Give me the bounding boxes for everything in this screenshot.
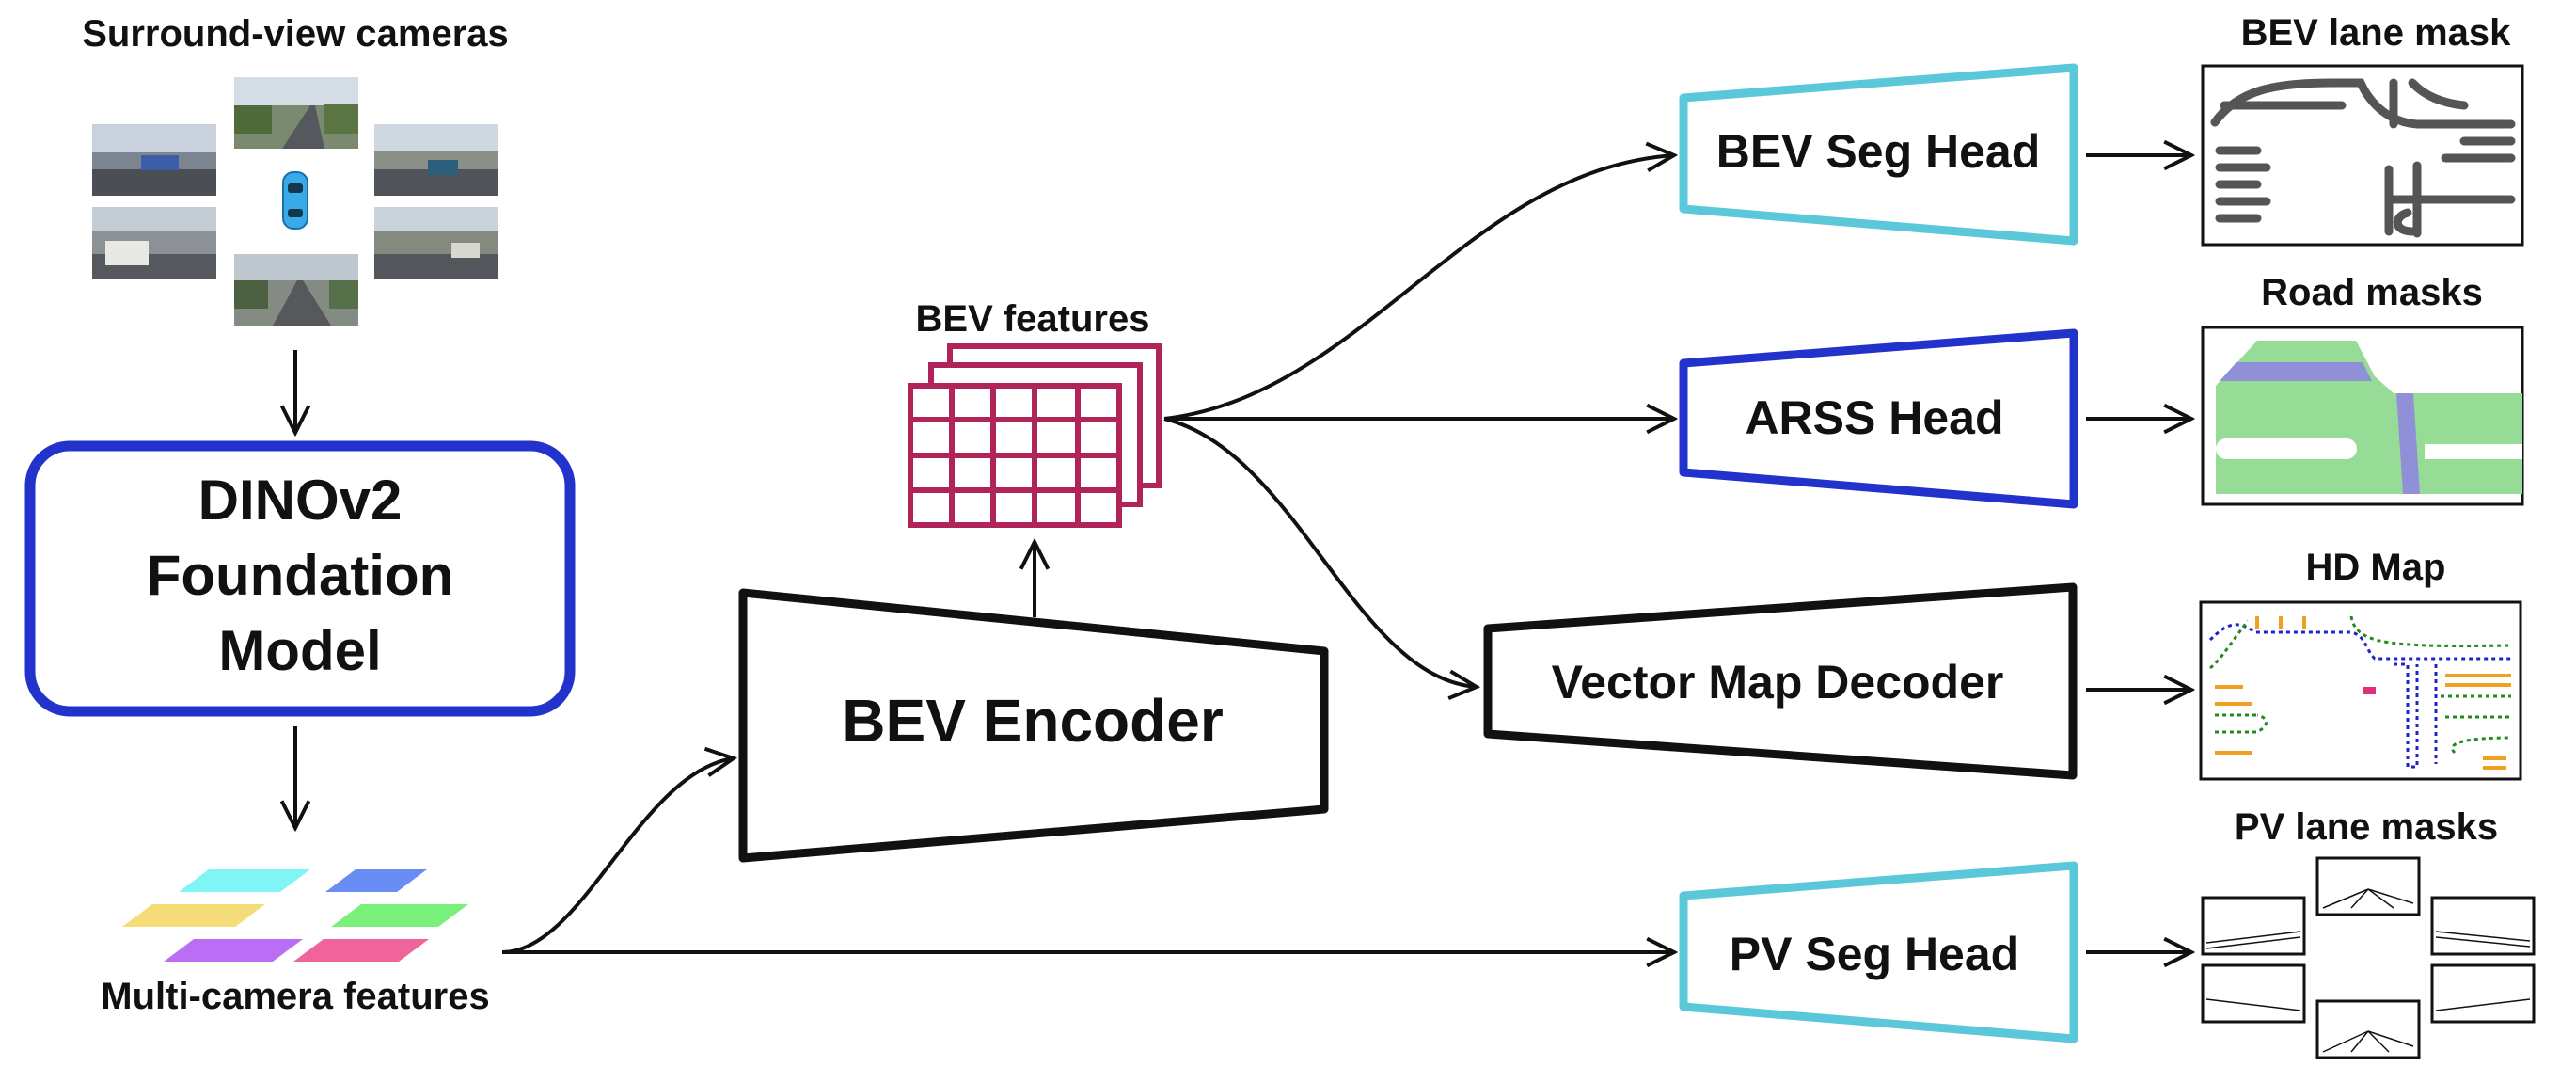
hd-map-label: HD Map: [2306, 547, 2446, 588]
bev-seg-head-block: [1679, 63, 2078, 246]
pv-seg-head-block: [1679, 861, 2078, 1043]
cameras-label: Surround-view cameras: [82, 13, 509, 55]
camera-image-back: [234, 254, 358, 326]
bev-encoder-block: [738, 588, 1329, 863]
road-masks-image: [2201, 326, 2524, 506]
car-icon: [282, 171, 308, 230]
multicam-label: Multi-camera features: [101, 976, 489, 1017]
camera-image-front-left: [92, 124, 216, 196]
bev-features-grid: [908, 343, 1162, 528]
bev-features-label: BEV features: [916, 298, 1150, 340]
foundation-model-box: [24, 440, 576, 717]
foundation-line-3: Model: [218, 619, 381, 682]
surround-view-cameras: [92, 77, 498, 326]
bev-lane-mask-image: [2201, 64, 2524, 247]
pv-lane-masks-label: PV lane masks: [2235, 806, 2498, 848]
bev-encoder-label: BEV Encoder: [842, 687, 1223, 755]
pv-seg-head-label: PV Seg Head: [1730, 928, 2019, 980]
vector-map-decoder-block: [1483, 582, 2078, 780]
road-masks-label: Road masks: [2261, 272, 2483, 313]
bev-seg-head-label: BEV Seg Head: [1716, 125, 2041, 178]
bev-lane-mask-label: BEV lane mask: [2241, 12, 2512, 54]
arss-head-label: ARSS Head: [1745, 391, 2003, 444]
arss-head-block: [1679, 328, 2078, 509]
foundation-line-2: Foundation: [147, 544, 454, 607]
camera-image-front-right: [374, 124, 498, 196]
hd-map-image: [2199, 600, 2522, 781]
camera-image-back-right: [374, 207, 498, 279]
camera-image-front: [234, 77, 358, 149]
vector-map-decoder-label: Vector Map Decoder: [1552, 656, 2004, 709]
multi-camera-features: [122, 869, 468, 962]
camera-image-back-left: [92, 207, 216, 279]
pv-lane-masks-image: [2201, 856, 2536, 1059]
foundation-line-1: DINOv2: [198, 469, 403, 532]
